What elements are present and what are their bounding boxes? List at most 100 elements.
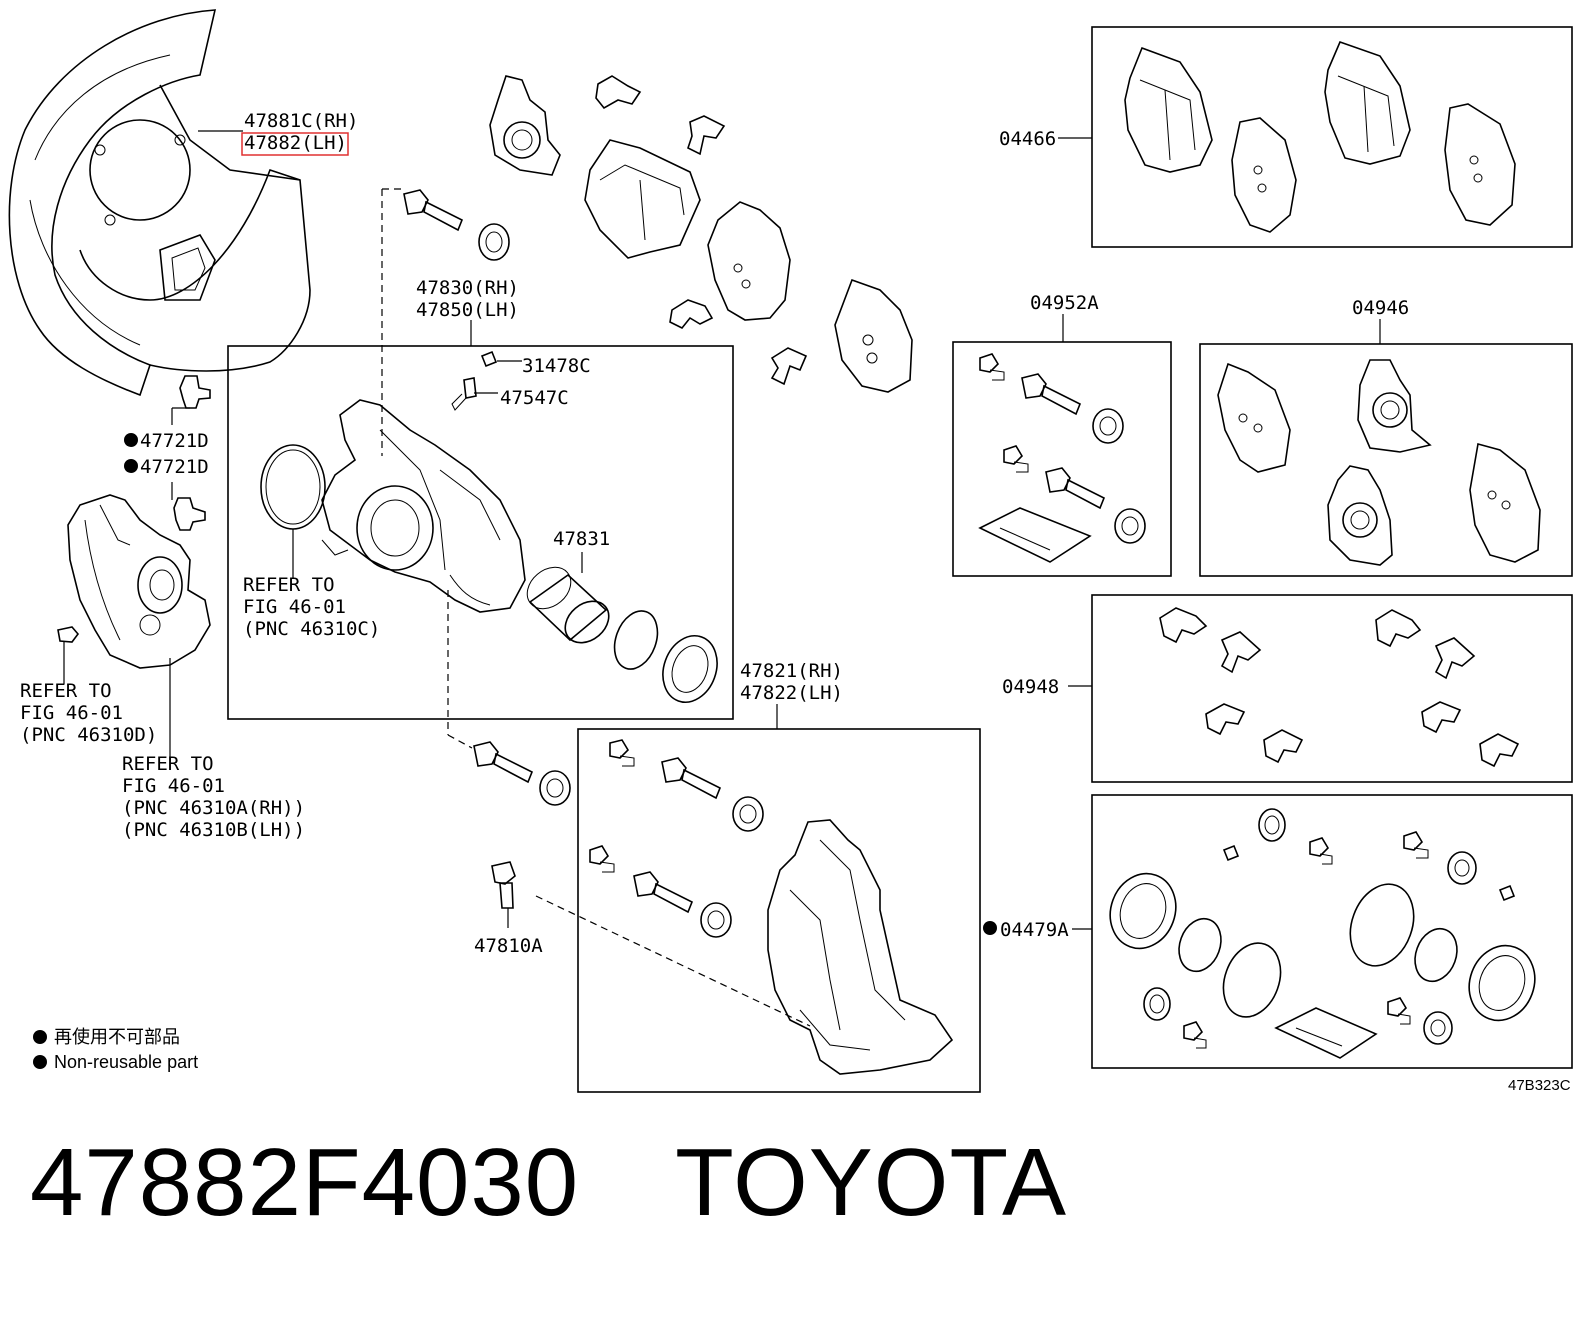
kit-shim-3	[1327, 465, 1393, 566]
ref-caliper-line3: (PNC 46310C)	[243, 618, 380, 640]
kit-boot-2	[1114, 508, 1146, 544]
mount-boot-b	[700, 902, 732, 938]
kit-bolt-1	[979, 353, 1005, 381]
callout-04948: 04948	[1002, 676, 1059, 698]
callout-31478c: 31478C	[522, 355, 591, 377]
mount-bolt-a	[609, 739, 635, 767]
brake-pad-outer	[707, 201, 791, 321]
ref-motor-line2: FIG 46-01	[122, 775, 225, 797]
bolt-kit-box-04952a	[952, 341, 1172, 577]
kit-clip-7	[1421, 701, 1462, 734]
kit-seal-boot-large-2	[1468, 944, 1536, 1022]
kit-bolt-2	[1003, 445, 1029, 473]
callout-47822: 47822(LH)	[740, 682, 843, 704]
kit-grease-packet-1	[978, 507, 1092, 563]
kit-bleeder-cap-2	[1498, 884, 1516, 902]
footer-part-number: 47882F4030	[30, 1129, 580, 1236]
kit-bolt-3	[1309, 837, 1333, 865]
mount-pin-a	[661, 757, 722, 800]
callout-04952a: 04952A	[1030, 292, 1099, 314]
kit-pad-4	[1444, 103, 1516, 226]
anti-rattle-clip-2	[687, 115, 726, 156]
kit-pad-1	[1124, 46, 1213, 173]
bleeder-cap	[480, 350, 498, 368]
mounting-bolt	[491, 861, 516, 909]
anti-rattle-clip-1	[595, 75, 642, 110]
kit-pad-2	[1231, 117, 1297, 233]
kit-clip-1	[1159, 607, 1208, 644]
mounting-box	[577, 728, 981, 1093]
kit-clip-3	[1205, 703, 1246, 736]
brake-pad-inner	[584, 139, 701, 259]
callout-47547c: 47547C	[500, 387, 569, 409]
kit-shim-4	[1469, 442, 1541, 563]
kit-clip-4	[1263, 729, 1304, 764]
kit-shim-2	[1357, 359, 1432, 453]
kit-oring-small-1	[1178, 917, 1222, 973]
clip-kit-box-04948	[1091, 594, 1573, 783]
callout-47721d-2: 47721D	[140, 456, 209, 478]
callout-47721d-1: 47721D	[140, 430, 209, 452]
ref-actuator-line3: (PNC 46310D)	[20, 724, 157, 746]
caliper-seal-ring	[260, 444, 326, 530]
seal-kit-box-04479a	[1091, 794, 1573, 1069]
kit-oring-large-1	[1222, 942, 1282, 1018]
callout-04479a: 04479A	[1000, 919, 1069, 941]
callout-47882-highlighted: 47882(LH)	[244, 132, 347, 154]
callout-47830: 47830(RH)	[416, 277, 519, 299]
ref-actuator-line1: REFER TO	[20, 680, 112, 702]
kit-pin-1	[1021, 373, 1082, 416]
kit-cap-2	[1143, 987, 1171, 1021]
legend-dot-2	[33, 1055, 47, 1069]
pad-shim-b	[834, 278, 913, 393]
pad-kit-box-04466	[1091, 26, 1573, 248]
ref-motor-line3: (PNC 46310A(RH))	[122, 797, 305, 819]
bolt-47721d-upper	[179, 375, 211, 409]
callout-47881c: 47881C(RH)	[244, 110, 358, 132]
kit-pad-3	[1324, 40, 1411, 165]
mount-boot-a	[732, 796, 764, 832]
callout-47850: 47850(LH)	[416, 299, 519, 321]
callout-04946: 04946	[1352, 297, 1409, 319]
legend-dot-1	[33, 1030, 47, 1044]
kit-oring-large-2	[1349, 883, 1415, 967]
kit-cap-1	[1258, 808, 1286, 842]
kit-bolt-5	[1183, 1021, 1207, 1049]
ref-motor-line4: (PNC 46310B(LH))	[122, 819, 305, 841]
kit-bolt-6	[1387, 997, 1411, 1025]
callout-47831: 47831	[553, 528, 610, 550]
guide-pin-lower	[473, 741, 534, 784]
caliper-body	[321, 399, 526, 613]
anti-rattle-clip-4	[770, 347, 808, 386]
kit-boot-1	[1092, 408, 1124, 444]
legend-japanese: 再使用不可部品	[54, 1027, 180, 1047]
caliper-box	[227, 345, 734, 720]
ref-caliper-line2: FIG 46-01	[243, 596, 346, 618]
ref-caliper-line1: REFER TO	[243, 574, 335, 596]
kit-clip-5	[1375, 609, 1422, 648]
kit-oring-small-2	[1414, 927, 1458, 983]
bolt-47721d-lower	[173, 497, 206, 531]
guide-boot-upper	[478, 223, 510, 261]
footer-title: 47882F4030 TOYOTA	[30, 1128, 1067, 1238]
kit-clip-2	[1220, 631, 1262, 674]
piston-seal	[613, 610, 659, 670]
figure-code: 47B323C	[1508, 1077, 1571, 1094]
highlight-box	[241, 132, 349, 156]
callout-47821: 47821(RH)	[740, 660, 843, 682]
kit-boot-4	[1423, 1011, 1453, 1045]
mount-pin-b	[633, 871, 694, 914]
parking-brake-actuator	[67, 494, 211, 669]
caliper-piston	[526, 566, 610, 644]
dust-shield	[8, 9, 311, 397]
ref-actuator-line2: FIG 46-01	[20, 702, 123, 724]
kit-seal-boot-large-1	[1109, 872, 1177, 950]
small-plug	[57, 626, 80, 643]
ref-motor-line1: REFER TO	[122, 753, 214, 775]
kit-shim-1	[1217, 362, 1291, 473]
footer-brand: TOYOTA	[675, 1129, 1067, 1236]
guide-boot-lower	[539, 770, 571, 806]
bleeder-screw	[451, 377, 477, 411]
pad-shim-a	[489, 75, 561, 176]
